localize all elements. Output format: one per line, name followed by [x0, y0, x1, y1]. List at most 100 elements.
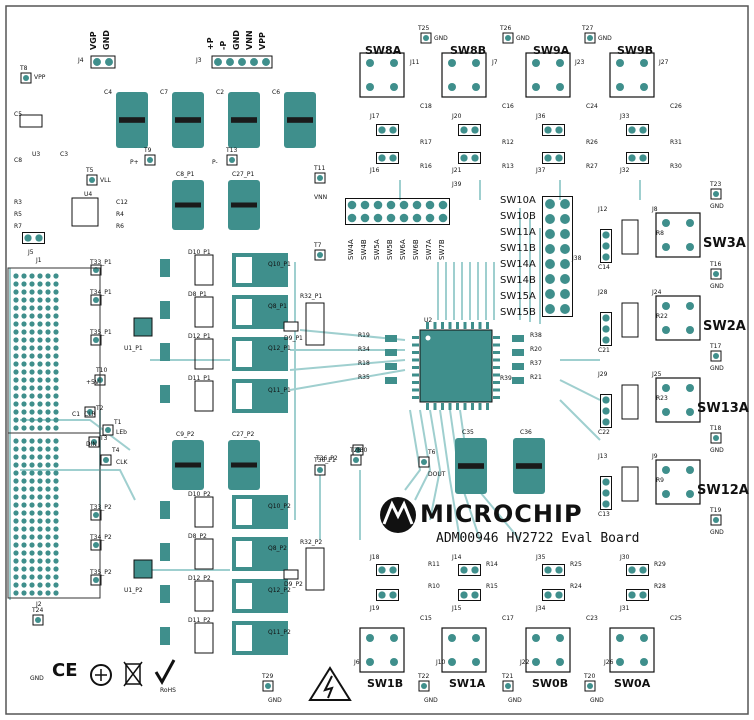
driver-p2-cap-small — [160, 501, 170, 519]
switch-top — [525, 52, 571, 98]
driver-p1-diode — [194, 296, 214, 328]
test-point-pad — [93, 577, 99, 583]
u2-pin — [426, 403, 429, 410]
test-point-pad — [317, 467, 323, 473]
j1-pin — [29, 321, 35, 327]
switch-bottom-pin — [366, 634, 374, 642]
header-right-pin — [602, 489, 610, 497]
header-j39-pin — [347, 213, 357, 223]
driver-p1-cap-small — [160, 259, 170, 277]
refdes-label: T21 — [502, 673, 514, 680]
j2-pin — [37, 438, 43, 444]
switch-right — [655, 377, 701, 423]
refdes-label: T6 — [428, 449, 436, 456]
j1-pin — [53, 313, 59, 319]
refdes-label: J27 — [659, 59, 669, 66]
header-bottom-row2-pin — [460, 591, 468, 599]
header-top-row1-outline — [458, 124, 481, 136]
refdes-label: GND — [508, 697, 522, 704]
switch-right-pin — [662, 219, 670, 227]
j1-pin — [37, 361, 43, 367]
j1-pin — [53, 417, 59, 423]
u2-pin — [493, 343, 500, 347]
switch-top-pin — [532, 59, 540, 67]
header-j38-pin — [560, 244, 570, 254]
refdes-label: T25 — [418, 25, 430, 32]
u2-pin — [493, 388, 500, 392]
test-point-pad — [355, 447, 361, 453]
j2-pin — [45, 486, 51, 492]
refdes-label: D10_P2 — [188, 491, 211, 498]
u2-pin — [412, 366, 419, 369]
refdes-label: J39 — [452, 181, 462, 188]
header-top-row1-pin — [555, 126, 563, 134]
u2-pin — [433, 322, 437, 329]
switch-right-pin — [686, 408, 694, 416]
cap-c7-band — [175, 117, 201, 123]
j1-pin — [29, 353, 35, 359]
refdes-label: R32_P1 — [300, 293, 323, 300]
driver-p1-mosfet-tab — [236, 341, 252, 367]
j2-pin — [37, 558, 43, 564]
resistor-u2-right — [512, 363, 524, 370]
header-j39-pin — [438, 213, 448, 223]
refdes-label: T33_P1 — [90, 259, 112, 266]
header-right-outline — [600, 394, 612, 428]
refdes-label: Q12_P1 — [268, 345, 291, 352]
label-gnd: GND — [232, 30, 241, 50]
refdes-label: C8_P1 — [176, 171, 195, 178]
j1-pin — [13, 321, 19, 327]
j2-pin — [29, 454, 35, 460]
header-top-row2-pin — [544, 154, 552, 162]
refdes-label: J8 — [652, 206, 658, 213]
header-bottom-row1-pin — [460, 566, 468, 574]
j1-pin — [21, 369, 27, 375]
j1-pin — [13, 369, 19, 375]
refdes-label: R7 — [14, 223, 22, 230]
j1-pin — [45, 345, 51, 351]
refdes-label: J17 — [370, 113, 380, 120]
refdes-label: GND — [598, 35, 612, 42]
header-j3-pin — [238, 58, 246, 66]
j1-pin — [37, 289, 43, 295]
j2-pin — [53, 518, 59, 524]
pin1-mark — [425, 335, 431, 341]
refdes-label: J5 — [28, 249, 34, 256]
header-bottom-row1-pin — [389, 566, 397, 574]
refdes-label: J37 — [536, 167, 546, 174]
refdes-label: J13 — [598, 453, 608, 460]
j2-pin — [37, 486, 43, 492]
refdes-label: R30 — [670, 163, 682, 170]
j1-pin — [53, 321, 59, 327]
j1-pin — [53, 425, 59, 431]
u2-pin — [448, 322, 452, 329]
refdes-label: D12_P2 — [188, 575, 211, 582]
cap-c5 — [19, 114, 43, 128]
switch-label-top: SW9A — [533, 44, 570, 57]
refdes-label: R8 — [656, 230, 664, 237]
j2-pin — [13, 510, 19, 516]
j2-pin — [21, 566, 27, 572]
u2-pin — [493, 373, 500, 377]
refdes-label: T36_P1 — [314, 457, 336, 464]
refdes-label: D11_P2 — [188, 617, 211, 624]
j1-pin — [37, 297, 43, 303]
j2-pin — [53, 446, 59, 452]
resistor-u2-left — [385, 349, 397, 356]
header-j39-pin — [373, 200, 383, 210]
refdes-label: J1 — [36, 257, 42, 264]
u2-pin — [471, 322, 474, 329]
header-bottom-row2-pin — [639, 591, 647, 599]
refdes-label: C16 — [502, 103, 514, 110]
refdes-label: J3 — [196, 57, 202, 64]
test-point-pad — [91, 439, 97, 445]
j1-pin — [29, 281, 35, 287]
header-bottom-row1-pin — [471, 566, 479, 574]
j2-pin — [53, 558, 59, 564]
signal-clk: CLK — [116, 459, 128, 466]
j2-pin — [45, 470, 51, 476]
j1-pin — [13, 345, 19, 351]
u2-pin — [412, 388, 419, 392]
refdes-label: J30 — [620, 554, 630, 561]
test-point-pad — [93, 512, 99, 518]
